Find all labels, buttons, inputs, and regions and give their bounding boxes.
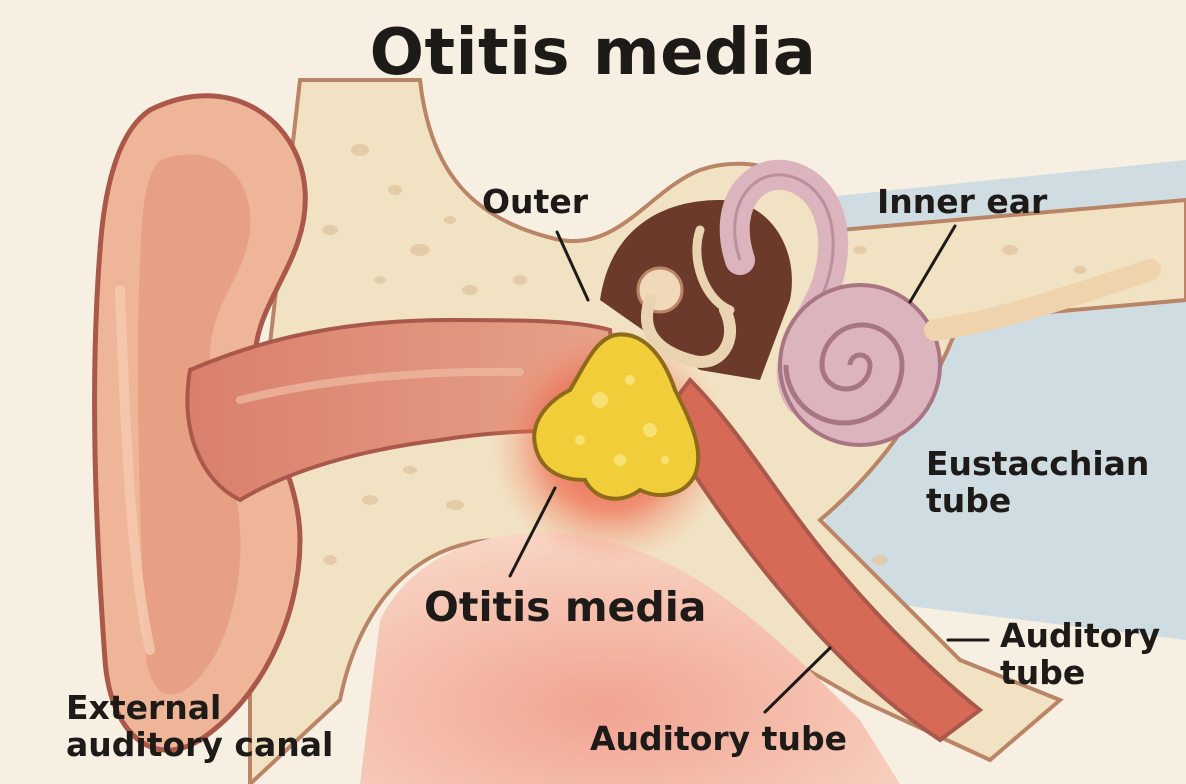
label-outer: Outer — [482, 182, 588, 221]
label-external-line1: External — [66, 688, 222, 727]
leader-inner-ear — [908, 224, 957, 304]
auditory-nerve — [924, 259, 1161, 341]
label-external-line2: auditory canal — [66, 724, 334, 764]
leader-otitis — [508, 486, 557, 578]
label-external-auditory-canal: External auditory canal — [66, 688, 334, 764]
label-auditory-right-line1: Auditory — [1000, 616, 1161, 655]
pus-collection — [532, 332, 701, 501]
label-eustachian-line2: tube — [926, 480, 1012, 520]
label-auditory-tube-bottom: Auditory tube — [590, 719, 847, 758]
leader-outer — [555, 230, 590, 302]
label-eustachian-tube: Eustacchian tube — [926, 444, 1150, 520]
leader-aud-bottom — [763, 646, 832, 714]
label-eustachian-line1: Eustacchian — [926, 444, 1150, 483]
pinna-highlight — [115, 285, 155, 655]
diagram-title: Otitis media — [369, 16, 817, 90]
label-inner-ear: Inner ear — [877, 182, 1048, 221]
label-otitis-media: Otitis media — [424, 583, 707, 631]
throat-tissue — [360, 532, 900, 784]
auditory-tube — [657, 376, 984, 743]
label-auditory-tube-right: Auditory tube — [1000, 616, 1161, 692]
cochlea — [778, 283, 942, 447]
ossicles — [636, 225, 736, 368]
label-auditory-right-line2: tube — [1000, 652, 1086, 692]
